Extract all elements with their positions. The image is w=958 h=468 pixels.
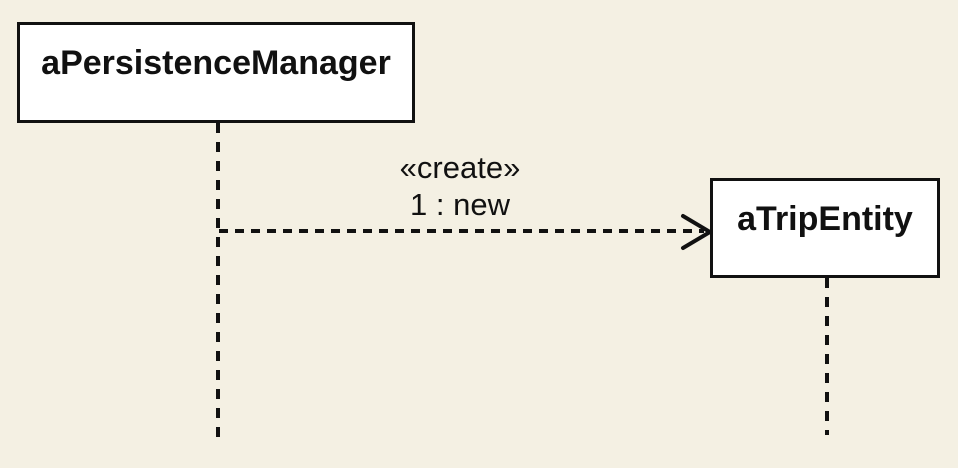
open-arrowhead-icon (681, 214, 713, 250)
lifeline-persistence-manager (216, 123, 220, 437)
message-stereotype: «create» (399, 150, 521, 185)
object-box-trip-entity: aTripEntity (710, 178, 940, 278)
lifeline-trip-entity (825, 278, 829, 435)
message-labels: «create» 1 : new (340, 149, 580, 223)
object-label-trip-entity: aTripEntity (737, 199, 913, 238)
create-message-line (219, 229, 704, 233)
object-box-persistence-manager: aPersistenceManager (17, 22, 415, 123)
message-label: 1 : new (410, 187, 510, 222)
object-label-persistence-manager: aPersistenceManager (41, 44, 391, 82)
